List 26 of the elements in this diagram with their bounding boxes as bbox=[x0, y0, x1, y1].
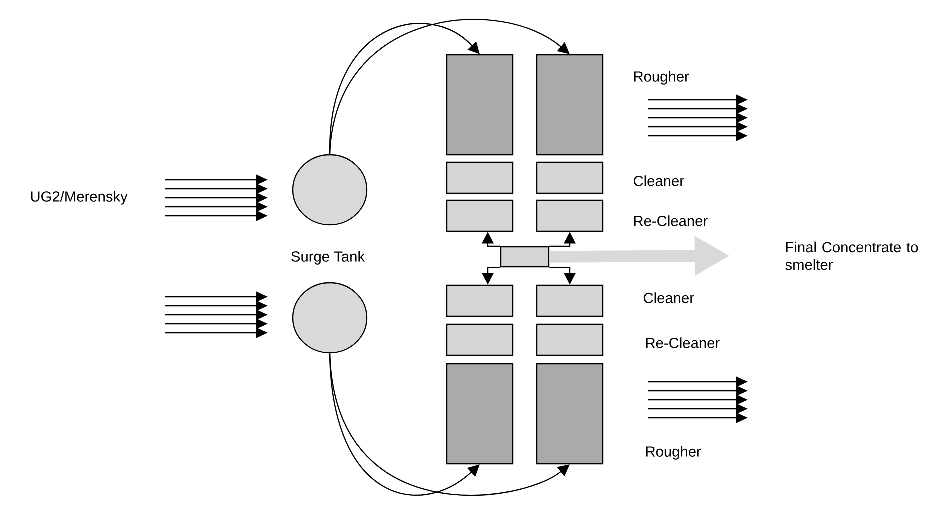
flotation-cell bbox=[446, 200, 514, 232]
rougher-cell bbox=[536, 363, 604, 465]
stage-label: Rougher bbox=[634, 71, 690, 85]
flotation-cell bbox=[446, 162, 514, 194]
flotation-cell bbox=[446, 324, 514, 356]
stage-label: Re-Cleaner bbox=[634, 216, 708, 226]
stage-label: Cleaner bbox=[634, 176, 684, 186]
flotation-cell bbox=[536, 200, 604, 232]
stage-label: Rougher bbox=[646, 446, 702, 460]
arrow bbox=[329, 354, 570, 496]
flotation-cell bbox=[536, 284, 604, 318]
arrow bbox=[329, 19, 570, 154]
rougher-cell bbox=[446, 54, 514, 156]
rougher-cell bbox=[536, 54, 604, 156]
surge-tank bbox=[292, 282, 368, 354]
rougher-cell bbox=[446, 363, 514, 465]
stage-label: Re-Cleaner bbox=[646, 338, 720, 348]
stage-label: Cleaner bbox=[644, 292, 694, 304]
flotation-cell bbox=[446, 284, 514, 318]
stage-label: Surge Tank bbox=[292, 251, 366, 265]
stage-label: UG2/Merensky bbox=[31, 191, 128, 205]
flotation-cell bbox=[536, 324, 604, 356]
flotation-cell bbox=[536, 162, 604, 194]
outlet-label: Final Concentrate to smelter bbox=[786, 242, 918, 270]
flotation-cell bbox=[500, 246, 550, 268]
surge-tank bbox=[292, 154, 368, 226]
